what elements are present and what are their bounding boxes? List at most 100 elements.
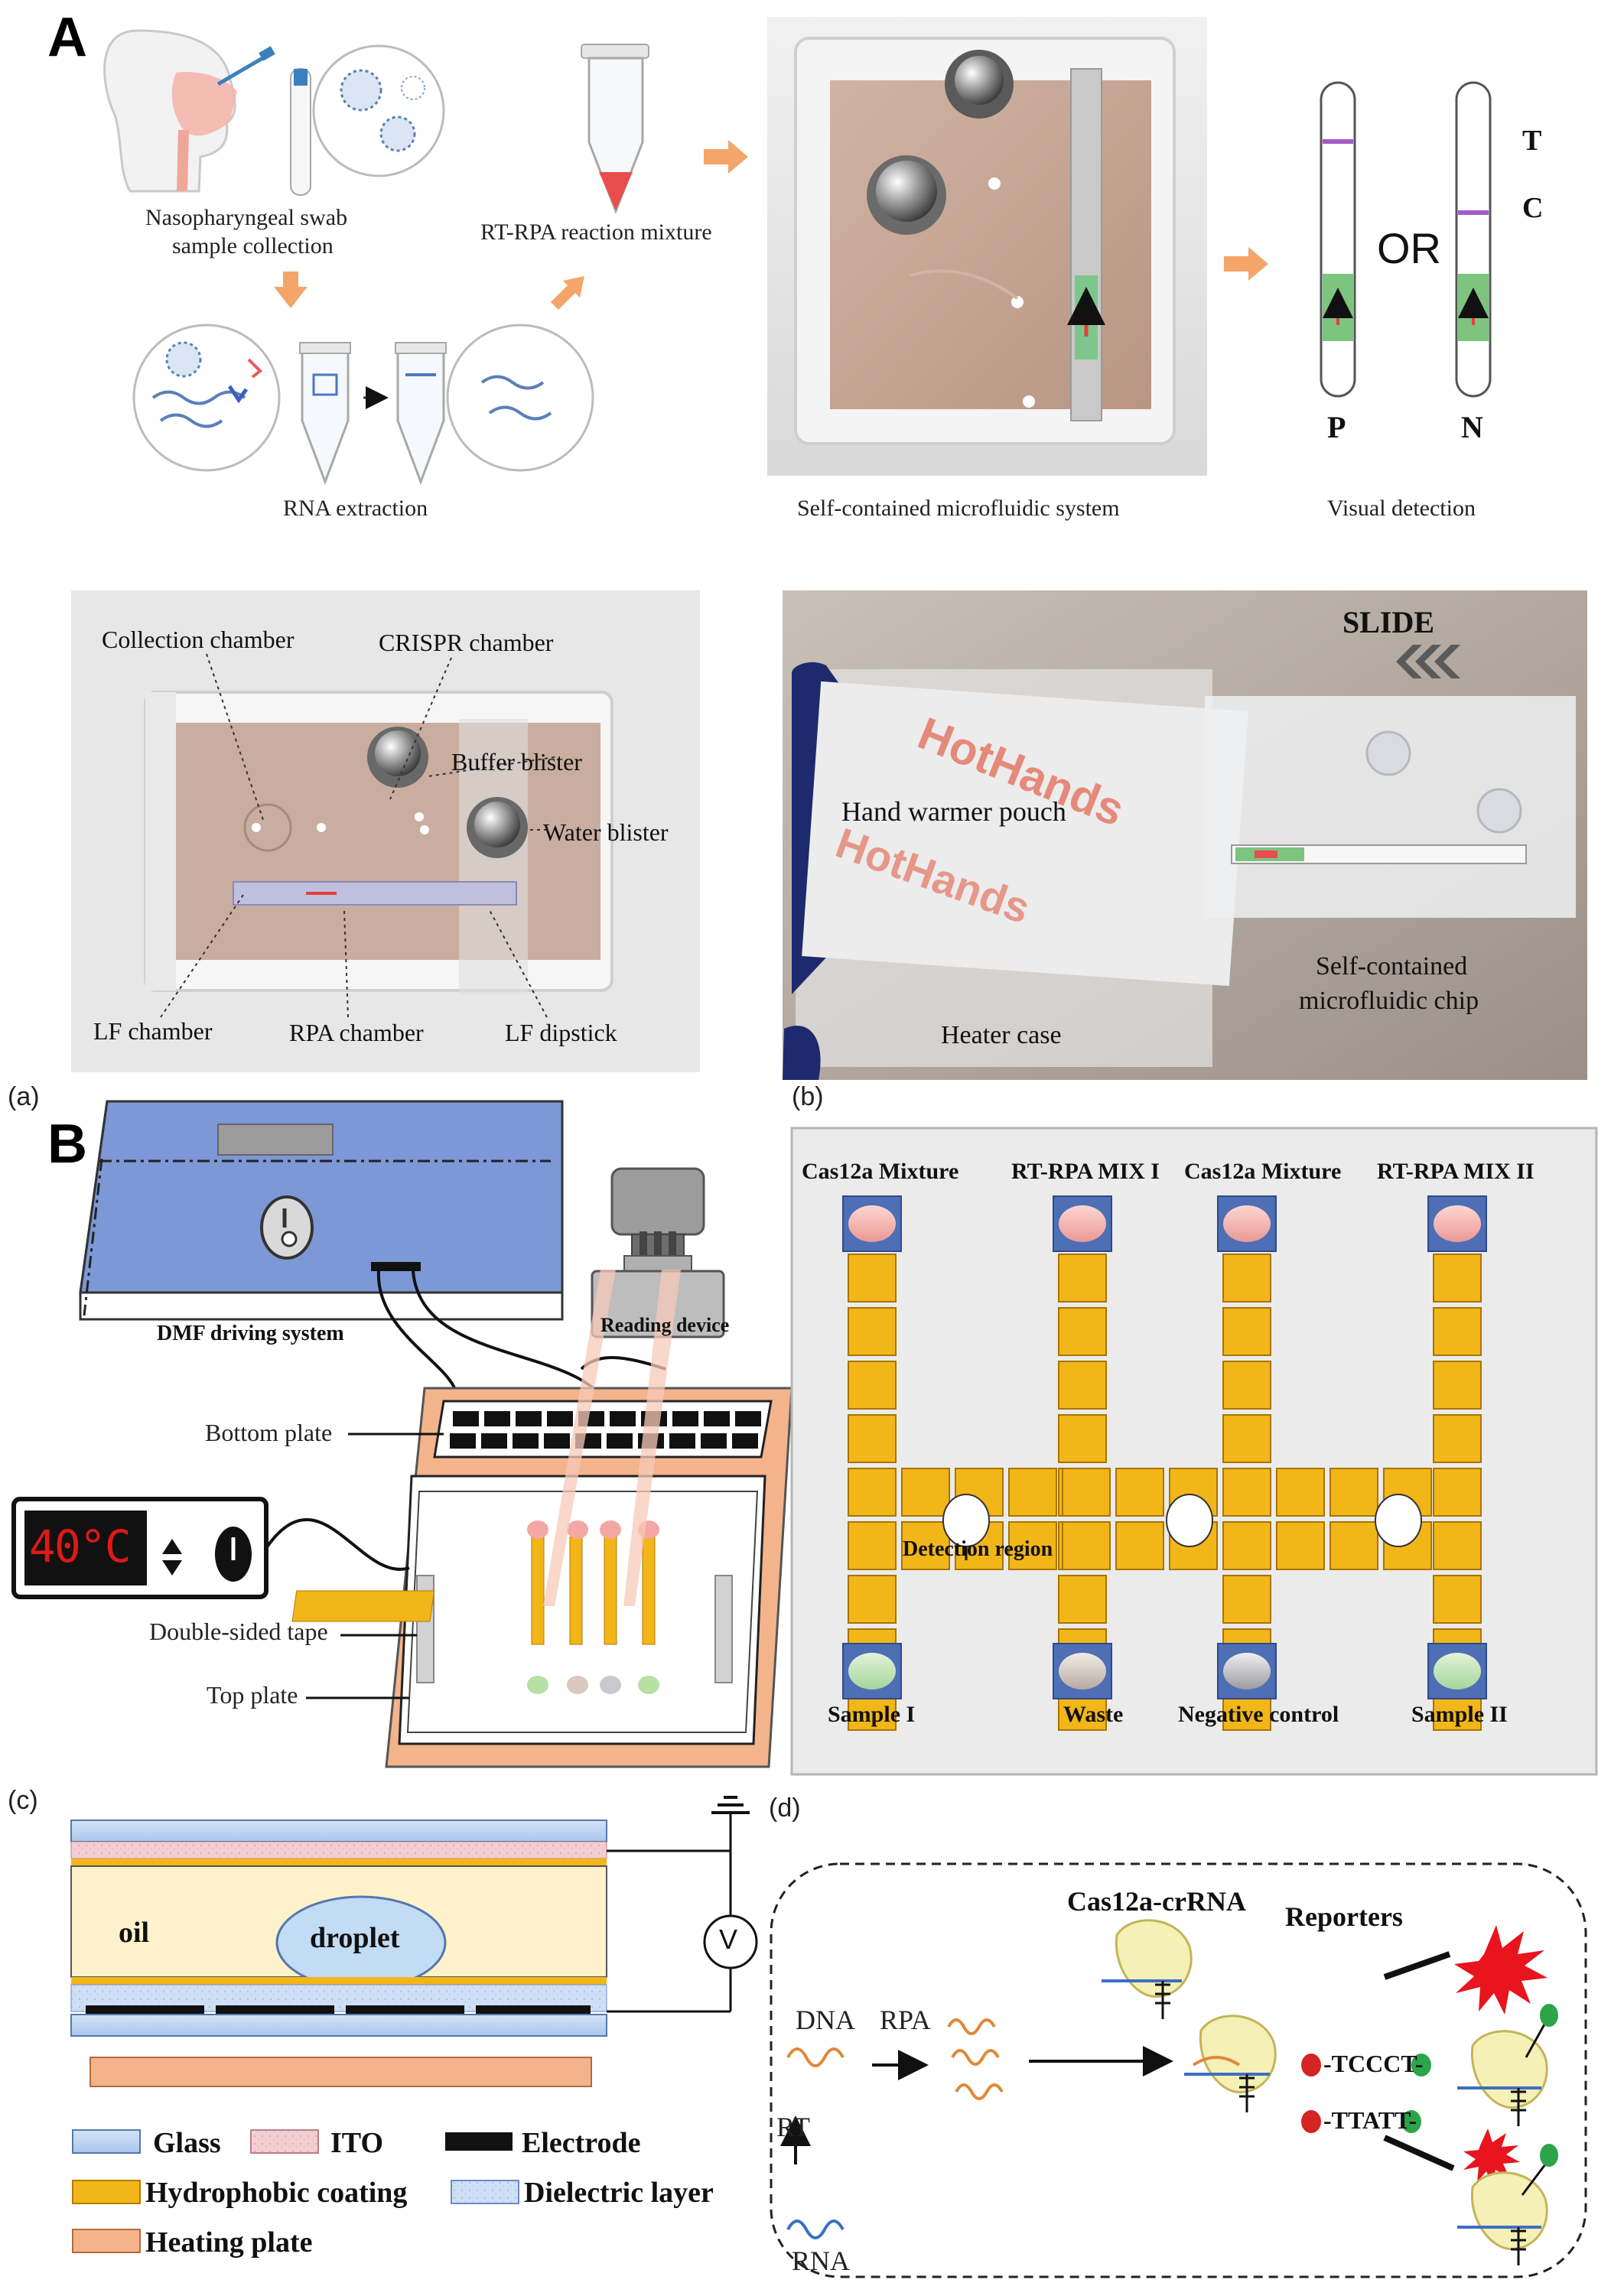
electrode-square: [1062, 1468, 1111, 1517]
subpanel-a-label: (a): [8, 1082, 40, 1111]
heater-photo: HotHands HotHands: [783, 590, 1587, 1080]
heater-case-label: Heater case: [941, 1021, 1062, 1049]
electrode-square: [848, 1521, 897, 1570]
oil-label: oil: [119, 1917, 150, 1949]
swab-caption-line1: Nasopharyngeal swab: [145, 205, 348, 230]
electrode-square: [1433, 1254, 1482, 1302]
temperature-readout: 40°C: [29, 1520, 132, 1572]
top-plate-label: Top plate: [207, 1681, 298, 1709]
rt-rpa-tube: [581, 44, 649, 215]
electrode-square: [1433, 1361, 1482, 1410]
subpanel-b-label: (b): [792, 1082, 824, 1111]
electrode-square: [848, 1254, 897, 1302]
rna-extraction-caption: RNA extraction: [283, 496, 428, 521]
electrode-square: [848, 1575, 897, 1624]
electrode-square: [1058, 1575, 1107, 1624]
collection-chamber-label: Collection chamber: [102, 626, 295, 653]
dmf-system-label: DMF driving system: [157, 1322, 344, 1345]
cas12a-crrna-label: Cas12a-crRNA: [1067, 1886, 1246, 1917]
slide-label: SLIDE: [1342, 605, 1435, 639]
electrode-square: [848, 1307, 897, 1356]
electrode-square: [1115, 1521, 1164, 1570]
dmf-driving-system: [79, 1100, 606, 1416]
rpa-label: RPA: [880, 2005, 931, 2035]
electrode-square: [1058, 1254, 1107, 1302]
electrode-pads: [842, 1195, 1487, 1731]
electrode-square: [1329, 1521, 1378, 1570]
rna-label: RNA: [792, 2246, 851, 2276]
electrode-square: [1222, 1307, 1271, 1356]
rna-extraction-illustration: [132, 324, 594, 486]
legend-electrode: Electrode: [522, 2127, 641, 2159]
rt-rpa-mix-2-label: RT-RPA MIX II: [1377, 1159, 1535, 1184]
chip-render: [71, 590, 700, 1072]
reporter-2-label: -TTATT-: [1323, 2106, 1417, 2134]
electrode-square: [1058, 1414, 1107, 1463]
reservoir-droplet: [1059, 1653, 1106, 1689]
electrode-square: [1222, 1361, 1271, 1410]
workflow-arrows: [274, 140, 1268, 310]
reservoir-droplet: [848, 1205, 896, 1242]
detection-circle: [1375, 1494, 1422, 1547]
legend-dielectric: Dielectric layer: [524, 2177, 714, 2209]
electrode-square: [1222, 1414, 1271, 1463]
subpanel-c-label: (c): [8, 1786, 38, 1815]
voltage-symbol: V: [719, 1924, 738, 1955]
crispr-mechanism: [770, 1862, 1587, 2278]
electrode-square: [1008, 1468, 1057, 1517]
reporters-label: Reporters: [1285, 1901, 1403, 1932]
detection-circle: [1166, 1494, 1213, 1547]
chip-label-line2: microfluidic chip: [1299, 987, 1479, 1015]
electrode-square: [901, 1521, 950, 1570]
droplet-label: droplet: [310, 1922, 400, 1954]
electrode-square: [1222, 1521, 1271, 1570]
electrode-square: [1058, 1361, 1107, 1410]
subpanel-d-label: (d): [769, 1794, 801, 1823]
lf-dipstick-label: LF dipstick: [505, 1019, 617, 1046]
reading-device-label: Reading device: [600, 1314, 730, 1336]
temperature-controller: [11, 1497, 410, 1599]
legend-hydrophobic: Hydrophobic coating: [145, 2177, 408, 2209]
head-illustration: [103, 29, 445, 196]
rt-label: RT: [776, 2112, 810, 2142]
layer-legend-swatches: [72, 2129, 519, 2253]
reservoir-droplet: [1223, 1653, 1271, 1689]
electrode-square: [1433, 1307, 1482, 1356]
electrode-square: [1058, 1307, 1107, 1356]
strip-label-n: N: [1461, 410, 1483, 444]
electrode-square: [1433, 1468, 1482, 1517]
visual-detection-caption: Visual detection: [1327, 496, 1476, 521]
dmf-chip-layout: [790, 1127, 1598, 1776]
electrode-square: [1222, 1575, 1271, 1624]
legend-heating-plate: Heating plate: [145, 2226, 313, 2259]
electrode-square: [848, 1361, 897, 1410]
double-sided-tape-label: Double-sided tape: [149, 1618, 328, 1645]
dmf-cross-section: [70, 1796, 758, 2087]
electrode-square: [1008, 1521, 1057, 1570]
strip-label-c: C: [1522, 192, 1544, 224]
dna-label: DNA: [796, 2005, 855, 2035]
chip-label-line1: Self-contained: [1316, 952, 1468, 981]
electrode-square: [848, 1468, 897, 1517]
electrode-square: [848, 1414, 897, 1463]
buffer-blister-label: Buffer blister: [451, 748, 582, 776]
cas12a-mixture-1-label: Cas12a Mixture: [802, 1159, 959, 1184]
legend-glass: Glass: [153, 2127, 221, 2159]
lf-chamber-label: LF chamber: [93, 1017, 213, 1045]
cas12a-mixture-2-label: Cas12a Mixture: [1184, 1159, 1342, 1184]
strip-label-p: P: [1327, 410, 1346, 444]
electrode-square: [1433, 1414, 1482, 1463]
panel-a-letter: A: [47, 7, 87, 68]
legend-ito: ITO: [330, 2127, 384, 2159]
swab-caption-line2: sample collection: [172, 233, 334, 259]
electrode-square: [1276, 1521, 1325, 1570]
hand-warmer-label: Hand warmer pouch: [841, 796, 1066, 827]
or-label: OR: [1377, 224, 1441, 272]
reservoir-droplet: [1059, 1205, 1106, 1242]
reservoir-droplet: [1434, 1205, 1481, 1242]
sample-2-label: Sample II: [1411, 1702, 1508, 1727]
electrode-square: [1276, 1468, 1325, 1517]
lateral-flow-strips: [1320, 81, 1492, 398]
electrode-square: [1062, 1521, 1111, 1570]
